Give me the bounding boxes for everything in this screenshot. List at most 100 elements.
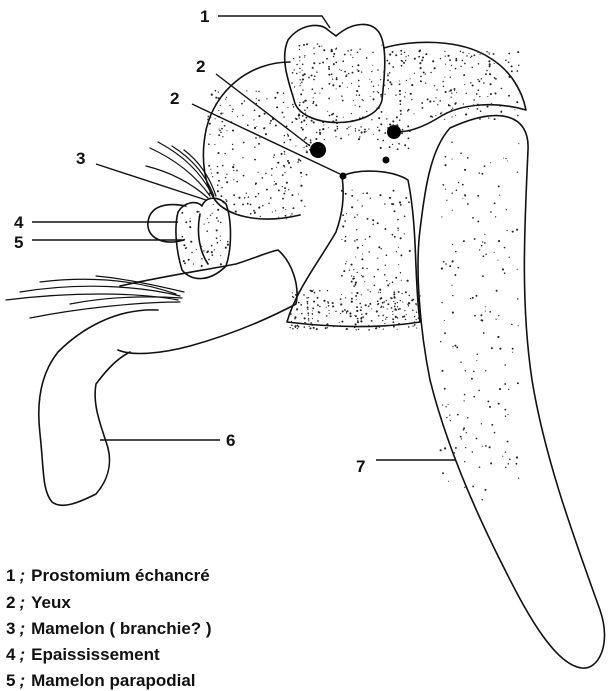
stipple-dot <box>387 79 389 81</box>
stipple-dot <box>242 203 244 205</box>
stipple-dot <box>302 64 304 66</box>
stipple-dot <box>401 53 403 55</box>
stipple-dot <box>419 56 420 57</box>
stipple-dot <box>357 214 358 215</box>
stipple-dot <box>313 121 315 123</box>
stipple-dot <box>288 162 290 164</box>
stipple-dot <box>306 301 308 303</box>
stipple-dot <box>392 281 394 283</box>
stipple-dot <box>414 316 416 318</box>
stipple-dot <box>308 318 310 320</box>
stipple-dot <box>361 314 362 315</box>
stipple-dot <box>209 190 211 192</box>
stipple-dot <box>362 100 363 101</box>
stipple-dot <box>369 303 371 305</box>
stipple-dot <box>208 165 210 167</box>
stipple-dot <box>494 92 496 94</box>
stipple-dot <box>328 127 329 128</box>
stipple-dot <box>208 143 210 145</box>
stipple-dot <box>276 167 277 168</box>
stipple-dot <box>313 97 314 98</box>
stipple-dot <box>217 152 219 154</box>
stipple-dot <box>220 240 221 241</box>
legend-number: 4 <box>6 645 15 664</box>
callout-4: 4 <box>14 213 24 232</box>
left-lobe-outline <box>203 62 300 219</box>
stipple-dot <box>356 229 357 230</box>
stipple-dot <box>478 89 480 91</box>
stipple-dot <box>316 132 317 133</box>
stipple-dot <box>336 116 338 118</box>
leader-line-2a <box>216 74 310 146</box>
stipple-dot <box>319 290 321 292</box>
stipple-dot <box>379 289 381 291</box>
stipple-dot <box>505 415 506 416</box>
stipple-dot <box>518 325 519 326</box>
stipple-dot <box>304 73 306 75</box>
stipple-dot <box>508 53 510 55</box>
stipple-dot <box>221 187 222 188</box>
stipple-dot <box>307 303 308 304</box>
stipple-dot <box>217 190 219 192</box>
stipple-dot <box>306 107 308 109</box>
stipple-dot <box>356 239 358 241</box>
stipple-dot <box>350 315 352 317</box>
stipple-dot <box>256 126 257 127</box>
stipple-dot <box>188 259 190 261</box>
stipple-dot <box>346 313 347 314</box>
stipple-dot <box>274 97 276 99</box>
stipple-dot <box>451 65 452 66</box>
stipple-dot <box>271 168 273 170</box>
stipple-dot <box>445 263 447 265</box>
stipple-dot <box>444 77 445 78</box>
stipple-dot <box>367 289 368 290</box>
stipple-dot <box>341 294 342 295</box>
stipple-dot <box>368 325 369 326</box>
stipple-dot <box>301 121 303 123</box>
stipple-dot <box>384 228 386 230</box>
stipple-dot <box>313 79 315 81</box>
stipple-dot <box>256 91 257 92</box>
stipple-dot <box>366 58 367 59</box>
stipple-dot <box>394 306 396 308</box>
stipple-dot <box>183 244 185 246</box>
stipple-dot <box>489 73 491 75</box>
stipple-dot <box>364 129 366 131</box>
stipple-dot <box>232 111 233 112</box>
stipple-dot <box>415 304 416 305</box>
stipple-dot <box>327 327 328 328</box>
stipple-dot <box>351 206 353 208</box>
stipple-dot <box>481 499 483 501</box>
stipple-dot <box>488 52 489 53</box>
stipple-dot <box>233 164 234 165</box>
stipple-dot <box>425 73 426 74</box>
stipple-dot <box>201 258 202 259</box>
stipple-dot <box>449 59 451 61</box>
stipple-dot <box>306 145 308 147</box>
stipple-dot <box>377 269 379 271</box>
stipple-dot <box>485 254 487 256</box>
stipple-dot <box>452 210 453 211</box>
legend-separator: ; <box>19 593 25 612</box>
stipple-dot <box>322 62 324 64</box>
stipple-dot <box>332 84 334 86</box>
stipple-dot <box>397 306 398 307</box>
stipple-dot <box>213 204 214 205</box>
stipple-dot <box>233 170 234 171</box>
stipple-dot <box>355 295 357 297</box>
stipple-dot <box>398 230 399 231</box>
stipple-dot <box>434 67 436 69</box>
stipple-dot <box>346 261 347 262</box>
stipple-dot <box>299 115 300 116</box>
stipple-dot <box>310 141 312 143</box>
stipple-dot <box>185 247 187 249</box>
stipple-dot <box>342 60 344 62</box>
stipple-dot <box>372 219 374 221</box>
stipple-dot <box>236 170 238 172</box>
stipple-dot <box>490 162 491 163</box>
stipple-dot <box>399 83 401 85</box>
stipple-dot <box>309 327 311 329</box>
stipple-dot <box>387 75 389 77</box>
stipple-dot <box>460 51 461 52</box>
stipple-dot <box>313 101 315 103</box>
